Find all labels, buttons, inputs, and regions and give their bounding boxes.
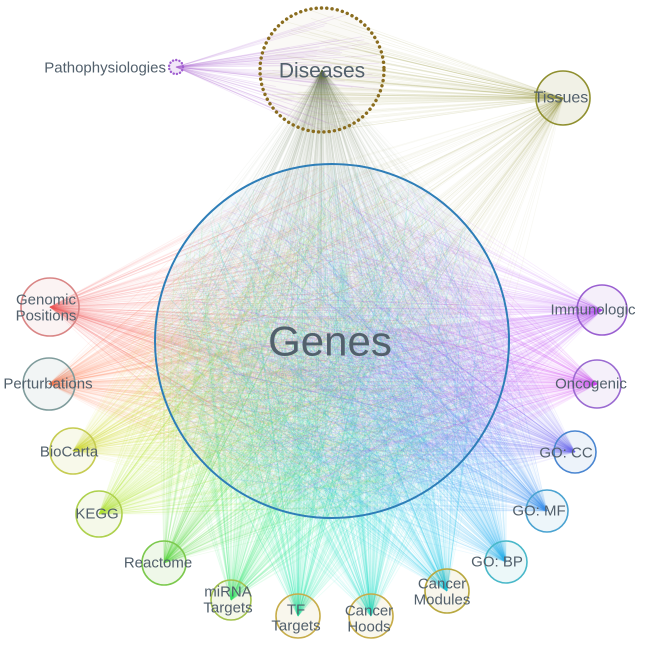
edge-bundle-reactome-to-genes xyxy=(157,173,494,564)
node-label-cancer-modules: Cancer xyxy=(418,575,466,592)
node-label-tissues: Tissues xyxy=(534,90,589,107)
node-label-mirna-targets: Targets xyxy=(203,599,252,616)
nodes-layer xyxy=(20,6,628,639)
node-perturbations[interactable] xyxy=(22,357,76,411)
node-biocarta[interactable] xyxy=(49,427,97,475)
node-label-oncogenic: Oncogenic xyxy=(555,375,627,392)
edge-bundle-cancer-modules-to-genes xyxy=(164,168,490,592)
node-diseases[interactable] xyxy=(258,6,386,134)
edge-bundle-kegg-to-genes xyxy=(98,166,505,515)
node-cancer-hoods[interactable] xyxy=(348,593,394,639)
node-tf-targets[interactable] xyxy=(275,593,321,639)
node-mirna-targets[interactable] xyxy=(210,579,252,621)
edge-bundle-perturbations-to-genes xyxy=(48,167,484,509)
edge-bundle-mirna-targets-to-genes xyxy=(157,171,504,601)
node-label-pathophysiologies: Pathophysiologies xyxy=(44,59,166,76)
edge-bundle-tissues-to-diseases xyxy=(260,9,564,131)
labels-layer: Genes Diseases PathophysiologiesTissuesGen… xyxy=(3,59,636,635)
edge-bundle-immunologic-to-genes xyxy=(171,177,603,510)
node-label-tf-targets: TF xyxy=(287,601,305,618)
node-kegg[interactable] xyxy=(75,490,123,538)
node-genomic-positions[interactable] xyxy=(20,277,80,337)
edge-bundle-go-mf-to-genes xyxy=(162,167,548,512)
node-label-diseases: Diseases xyxy=(279,59,365,82)
node-pathophysiologies[interactable] xyxy=(167,58,185,76)
node-label-genomic-positions: Positions xyxy=(16,307,77,324)
node-label-go-bp: GO: BP xyxy=(471,553,523,570)
node-label-perturbations: Perturbations xyxy=(3,375,92,392)
node-label-biocarta: BioCarta xyxy=(40,443,99,460)
node-reactome[interactable] xyxy=(141,540,187,586)
node-go-mf[interactable] xyxy=(525,489,569,533)
node-label-go-cc: GO: CC xyxy=(539,444,593,461)
node-label-cancer-hoods: Hoods xyxy=(347,618,390,635)
edge-bundle-go-bp-to-genes xyxy=(158,172,509,563)
node-label-reactome: Reactome xyxy=(124,554,192,571)
node-cancer-modules[interactable] xyxy=(424,568,470,614)
node-immunologic[interactable] xyxy=(576,284,628,336)
node-label-genes: Genes xyxy=(268,318,392,365)
node-label-genomic-positions: Genomic xyxy=(16,291,77,308)
node-label-go-mf: GO: MF xyxy=(512,502,565,519)
edge-bundle-diseases-to-genes xyxy=(161,69,506,519)
edge-bundle-tissues-to-genes xyxy=(161,97,564,501)
edge-bundle-go-cc-to-genes xyxy=(162,170,576,511)
node-label-immunologic: Immunologic xyxy=(550,301,636,318)
node-go-cc[interactable] xyxy=(553,430,597,474)
edge-bundle-cancer-hoods-to-genes xyxy=(157,167,498,617)
edge-bundle-genomic-positions-to-genes xyxy=(49,167,504,512)
node-oncogenic[interactable] xyxy=(572,359,622,409)
node-label-cancer-modules: Modules xyxy=(414,591,471,608)
node-go-bp[interactable] xyxy=(484,540,528,584)
node-tissues[interactable] xyxy=(535,70,591,126)
node-label-tf-targets: Targets xyxy=(271,617,320,634)
node-label-cancer-hoods: Cancer xyxy=(345,602,393,619)
node-label-kegg: KEGG xyxy=(75,505,118,522)
node-label-mirna-targets: miRNA xyxy=(204,583,252,600)
edge-bundle-pathophysiologies-to-diseases xyxy=(175,14,383,131)
node-genes[interactable] xyxy=(154,163,510,519)
edge-bundle-tf-targets-to-genes xyxy=(163,167,498,617)
